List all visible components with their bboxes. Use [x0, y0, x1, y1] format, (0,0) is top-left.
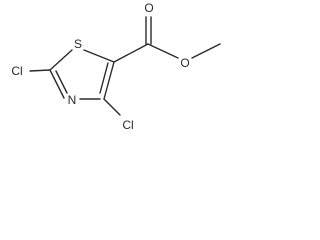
bond-c5-s1 — [83, 49, 115, 63]
bond-ester-o-methyl — [191, 43, 221, 59]
bond-c2-n3 — [49, 69, 65, 99]
atom-chlorine-left: Cl — [11, 64, 22, 78]
chemical-structure-diagram: S N Cl Cl O O — [11, 1, 221, 132]
bond-c2-n3-double — [55, 70, 68, 94]
bond-c4-c5-double — [99, 62, 109, 94]
bond-carbonyl-ester-o — [147, 43, 179, 59]
atom-carbonyl-oxygen: O — [144, 1, 153, 15]
atom-sulfur: S — [74, 37, 82, 51]
atom-ester-oxygen: O — [180, 56, 189, 70]
atom-nitrogen: N — [68, 93, 77, 107]
bond-s1-c2 — [49, 49, 73, 71]
bond-c2-cl — [29, 69, 51, 72]
bond-c4-c5 — [103, 61, 115, 100]
bond-c4-cl — [103, 98, 121, 116]
atom-chlorine-right: Cl — [122, 118, 133, 132]
bond-c5-carbonyl — [113, 43, 149, 63]
